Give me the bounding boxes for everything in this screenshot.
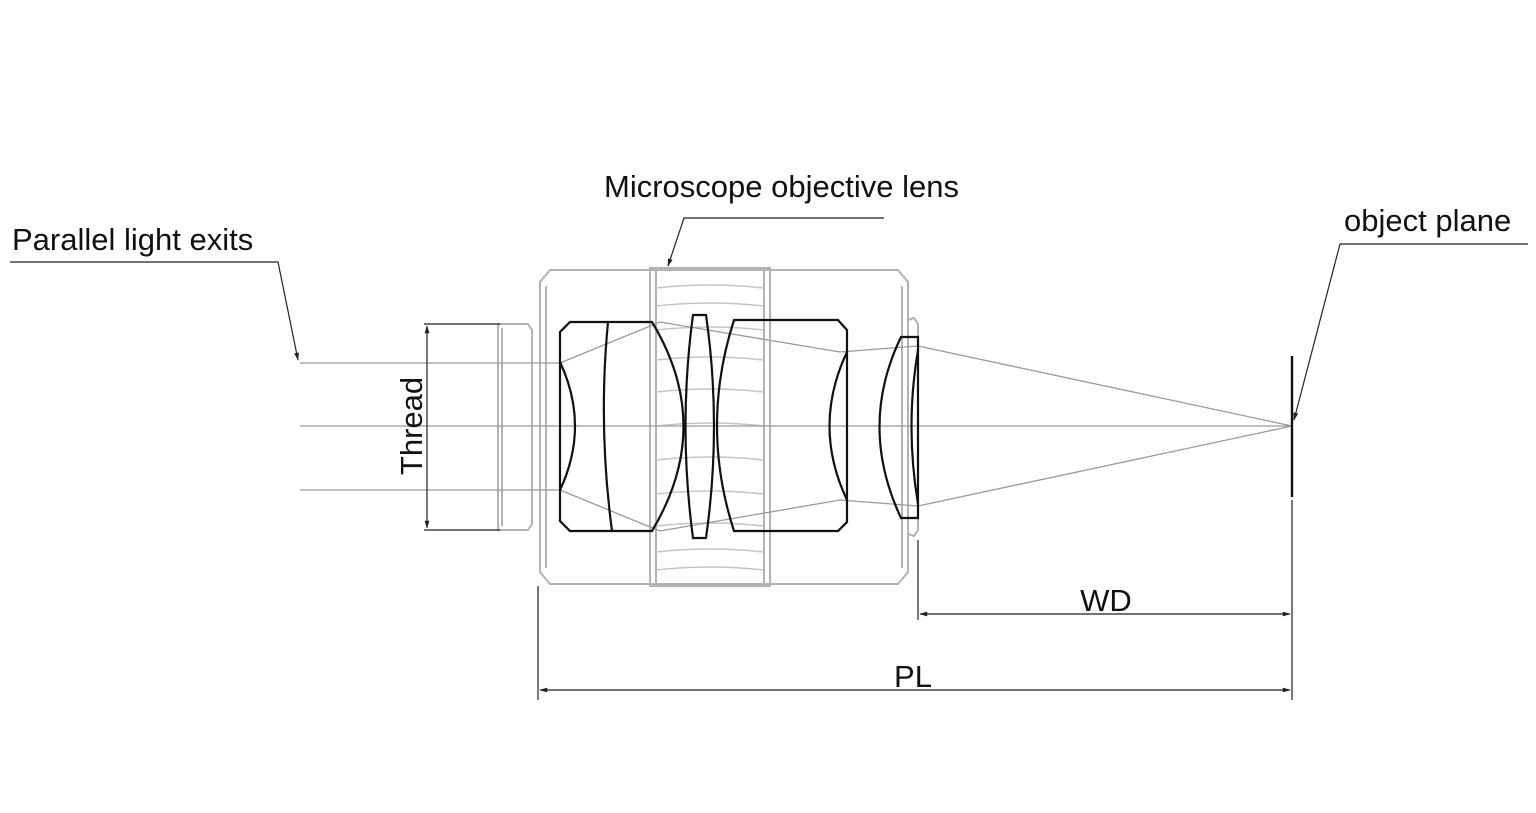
objective-leader (667, 217, 884, 267)
front-meniscus (715, 318, 849, 533)
objective-label: Microscope objective lens (604, 169, 959, 204)
lens-elements (558, 313, 920, 540)
leader-lines (10, 217, 1528, 421)
thread-label: Thread (394, 377, 429, 475)
rear-doublet (558, 320, 685, 533)
object-plane-label: object plane (1344, 203, 1511, 238)
parallel-light-leader (10, 261, 299, 361)
object-plane-leader (1293, 243, 1528, 421)
knurl-ribs (655, 284, 765, 571)
middle-singlet (684, 313, 716, 540)
pl-label: PL (894, 659, 932, 694)
dimension-lines (424, 323, 1293, 700)
parallel-light-label: Parallel light exits (12, 222, 253, 257)
wd-label: WD (1080, 583, 1132, 618)
light-rays (300, 321, 1293, 532)
front-lens (878, 335, 920, 520)
